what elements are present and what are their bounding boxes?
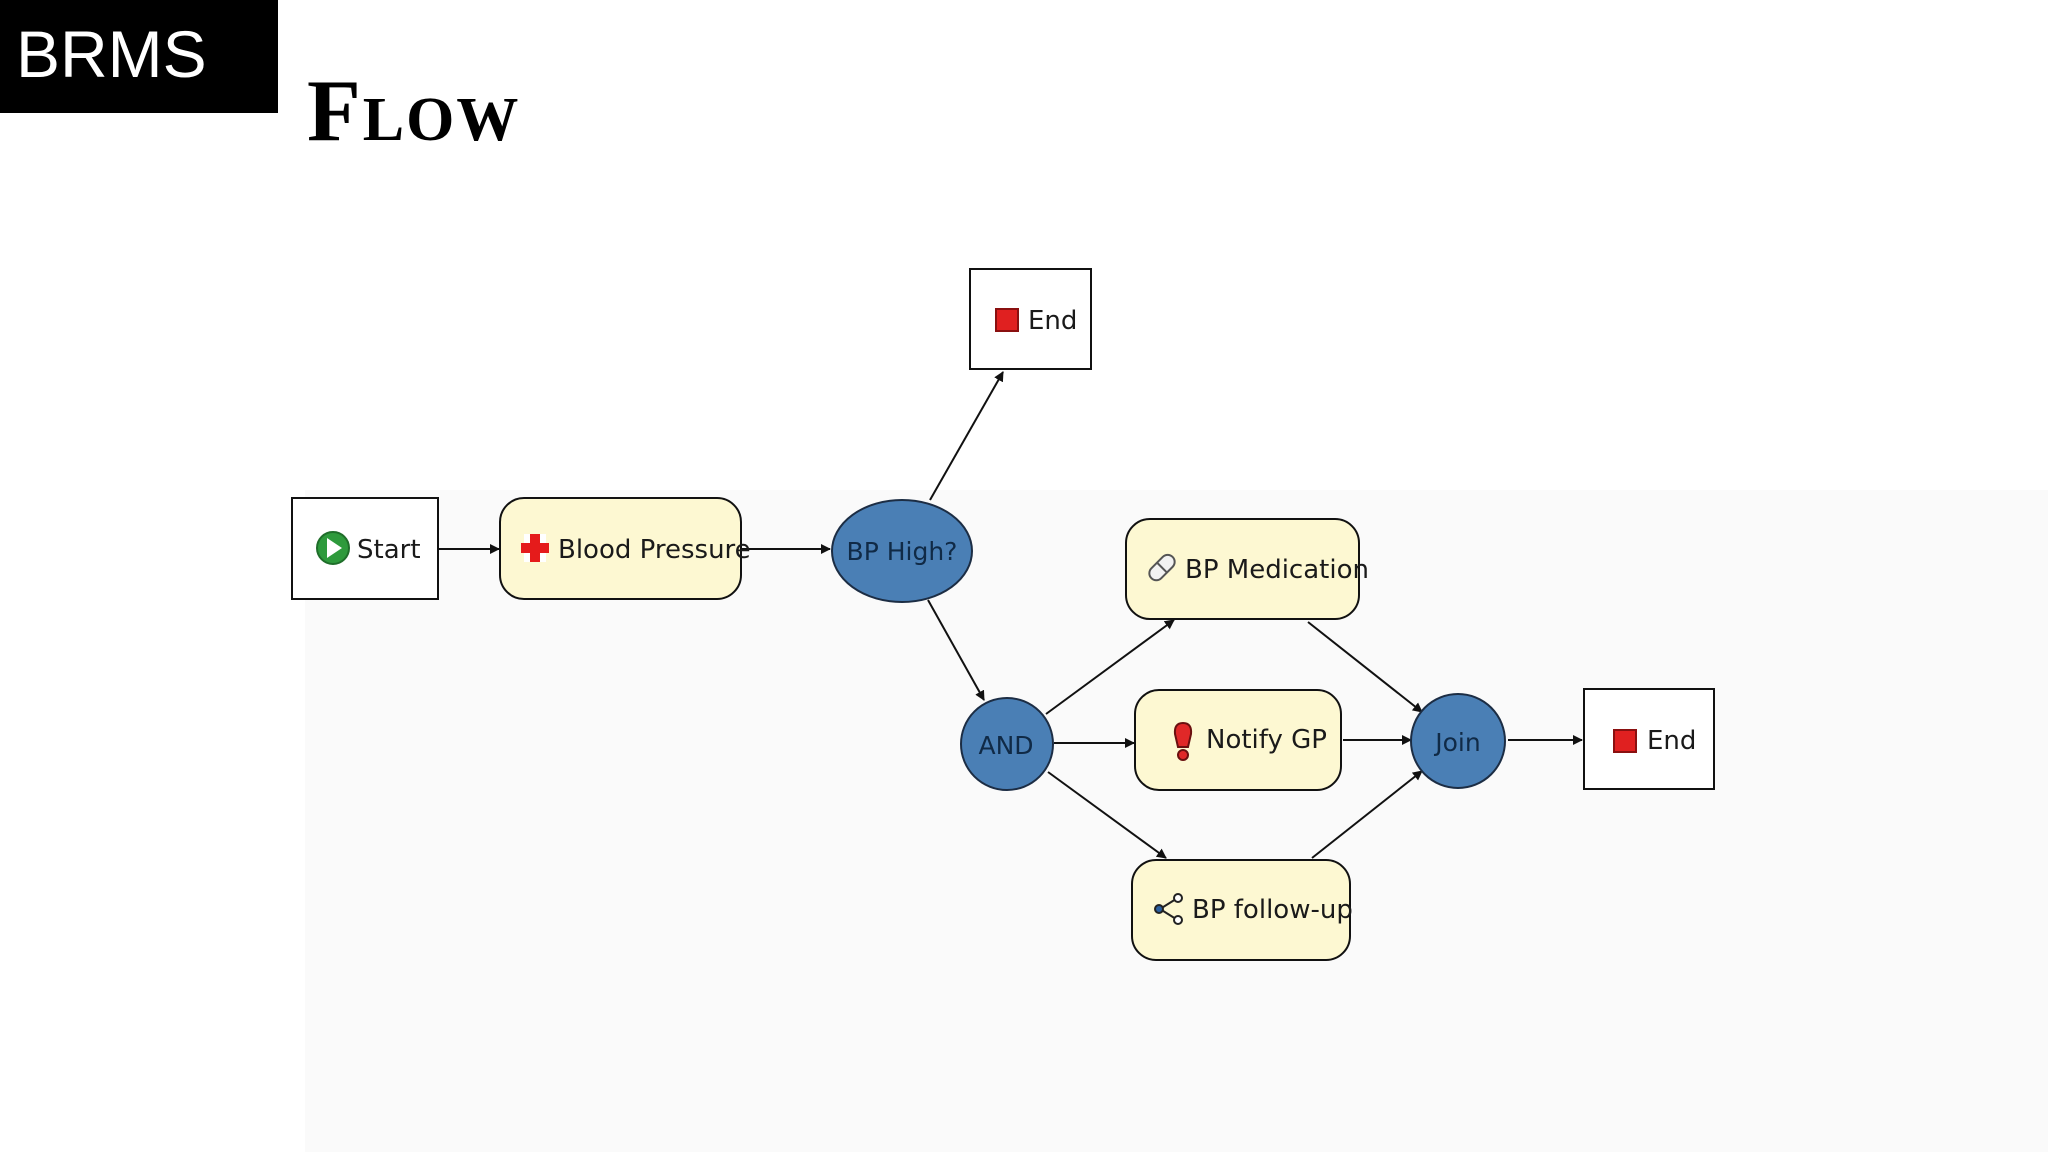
node-bp-followup-label: BP follow-up xyxy=(1192,895,1353,925)
alert-icon xyxy=(1173,721,1193,761)
node-and[interactable]: AND xyxy=(960,697,1054,791)
node-bp-high[interactable]: BP High? xyxy=(831,499,973,603)
edge-and-to-bp-followup xyxy=(1047,771,1167,859)
node-and-label: AND xyxy=(978,731,1033,760)
page-title: Flow xyxy=(307,63,521,160)
edge-and-to-bp-medication xyxy=(1045,619,1175,715)
stop-icon xyxy=(1613,729,1637,753)
node-start-label: Start xyxy=(357,535,421,565)
play-icon xyxy=(316,531,350,565)
edge-bp-high-to-and xyxy=(927,599,985,701)
node-bp-medication[interactable]: BP Medication xyxy=(1125,518,1369,620)
node-bp-medication-label: BP Medication xyxy=(1185,555,1369,585)
edge-bp-followup-to-join xyxy=(1311,770,1423,859)
node-blood-pressure[interactable]: Blood Pressure xyxy=(499,497,751,600)
node-join[interactable]: Join xyxy=(1410,693,1506,789)
red-cross-icon xyxy=(521,534,549,562)
node-blood-pressure-label: Blood Pressure xyxy=(558,535,751,565)
edge-bp-high-to-end-top xyxy=(929,371,1004,501)
brand-label: BRMS xyxy=(16,17,207,91)
subflow-icon xyxy=(1154,893,1183,925)
node-start[interactable]: Start xyxy=(291,497,439,600)
node-bp-high-label: BP High? xyxy=(847,537,958,566)
pill-icon xyxy=(1148,553,1176,582)
node-join-label: Join xyxy=(1433,728,1480,757)
node-end-top-label: End xyxy=(1028,306,1077,336)
edges xyxy=(439,371,1583,859)
brand-box: BRMS xyxy=(0,0,278,113)
node-bp-followup[interactable]: BP follow-up xyxy=(1131,859,1353,961)
node-end-right[interactable]: End xyxy=(1583,688,1715,790)
edge-bp-medication-to-join xyxy=(1307,621,1423,713)
node-end-right-label: End xyxy=(1647,726,1696,756)
node-end-top[interactable]: End xyxy=(969,268,1092,370)
stop-icon xyxy=(995,308,1019,332)
node-notify-gp[interactable]: Notify GP xyxy=(1134,689,1342,791)
node-notify-gp-label: Notify GP xyxy=(1206,725,1327,755)
